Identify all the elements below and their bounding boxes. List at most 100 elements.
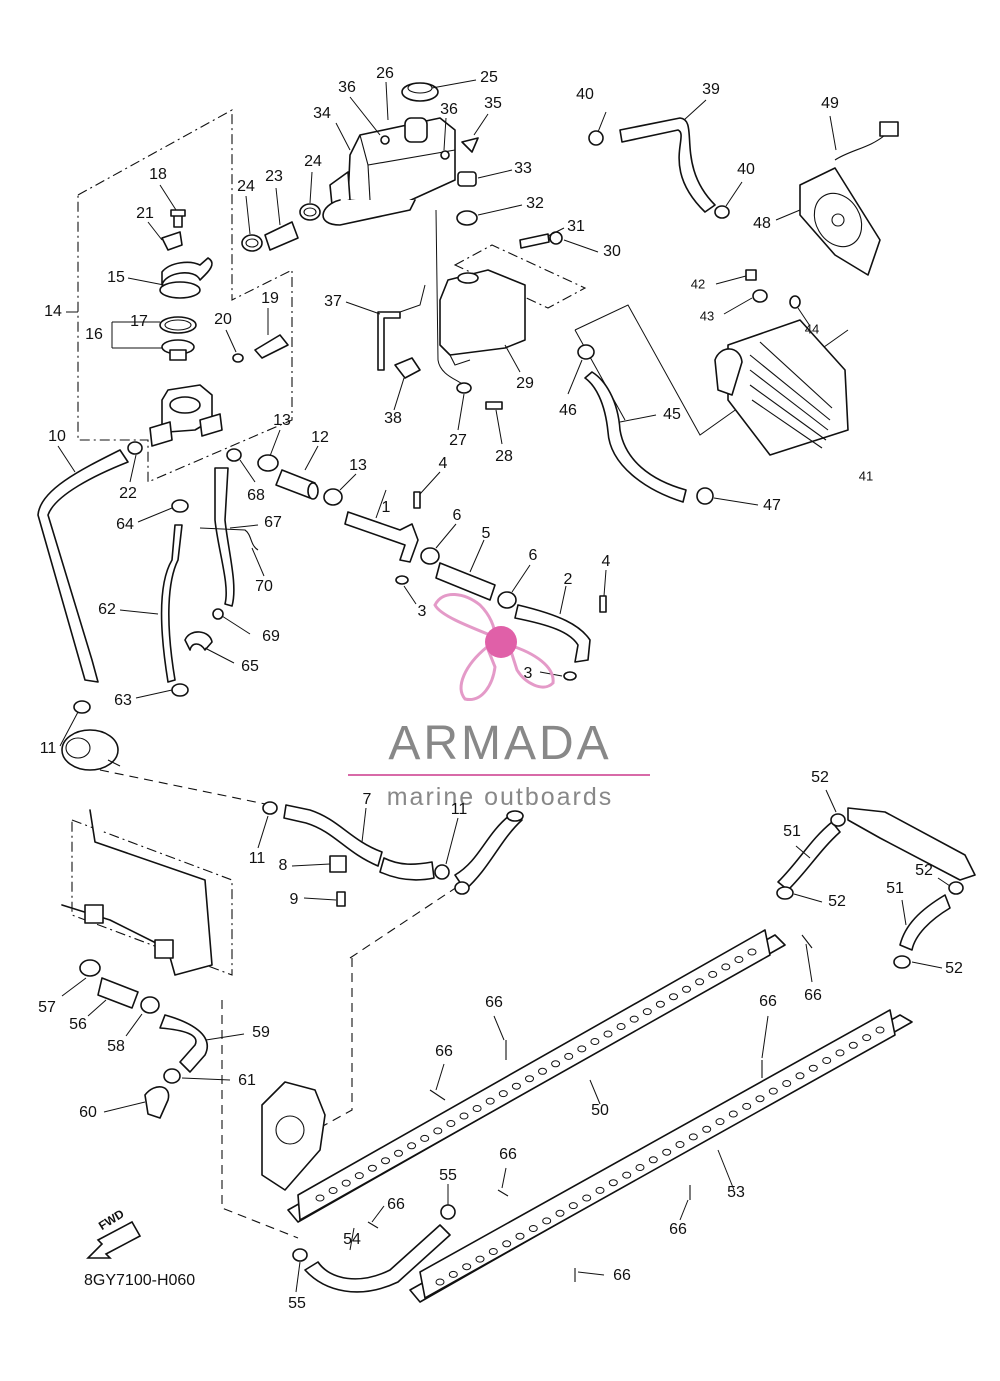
callout-45: 45 [663,406,681,423]
exchanger-hole [462,1263,472,1271]
callout-48: 48 [753,215,771,232]
heat-exchanger-50 [287,929,786,1223]
exchanger-hole [728,1110,738,1118]
clip-69 [212,608,224,620]
radiator-41 [714,319,849,456]
bolt-28 [485,401,503,410]
exchanger-hole [608,1179,618,1187]
exchanger-hole [568,1202,578,1210]
exchanger-53-holes [435,1026,885,1286]
exchanger-hole [875,1026,885,1034]
propeller-logo-icon [433,593,555,701]
clamp-61 [163,1068,181,1084]
callout-35: 35 [484,95,502,112]
exchanger-hole [808,1064,818,1072]
callout-47: 47 [763,497,781,514]
pump-housing [261,1081,326,1191]
watermark-logo: ARMADA marine outboards [340,575,660,810]
upper-manifold [847,807,976,881]
callout-1: 1 [381,499,391,516]
exchanger-hole [822,1057,832,1064]
grommet-27 [456,382,472,394]
clip-8 [329,855,347,873]
hose-23 [264,221,299,251]
callout-11a: 11 [39,740,57,757]
exchanger-hole [502,1240,512,1248]
grommet-32 [456,210,478,226]
hose-67 [214,467,235,607]
clamp-64 [171,499,189,513]
callout-30: 30 [603,243,621,260]
bolt-42 [745,269,757,281]
hose-12 [275,469,319,500]
tank-cap [401,82,439,102]
clamp-11a [73,700,91,714]
exchanger-hole [590,1038,600,1045]
hose-62 [160,524,183,683]
clamp-58 [140,996,160,1014]
hose-clamp-24a [241,234,263,252]
callout-17: 17 [130,313,148,330]
callout-69: 69 [262,628,280,645]
tank-fitting-clips [380,135,479,160]
exchanger-hole [538,1067,547,1075]
callout-36a: 36 [338,79,356,96]
callout-9: 9 [289,891,299,908]
clamp-47 [696,487,714,505]
exchanger-hole [782,1080,792,1087]
callout-3a: 3 [417,603,427,620]
clamp-52a [830,813,846,827]
clamp-6b [497,591,517,609]
exchanger-hole [622,1171,632,1179]
thermostat-cover [159,257,213,299]
callout-26: 26 [376,65,394,82]
exchanger-hole [488,1248,498,1255]
callout-4b: 4 [601,553,611,570]
exchanger-hole [459,1112,469,1120]
exchanger-hole [354,1172,364,1180]
callout-65: 65 [241,658,259,675]
drawing-code: 8GY7100-H060 [84,1272,196,1289]
callout-55b: 55 [288,1295,306,1312]
clamp-40b [714,205,730,219]
lower-frame-outline [71,769,461,1239]
reservoir-lines [399,209,463,385]
callout-37: 37 [324,293,342,310]
callout-21: 21 [136,205,154,222]
fan-48 [799,167,881,276]
callout-6b: 6 [528,547,538,564]
exchanger-hole [407,1142,417,1150]
clamp-52b [776,886,794,900]
callout-54: 54 [343,1231,361,1248]
callout-16: 16 [85,326,103,343]
clamp-55a [440,1204,456,1220]
band-70 [199,527,259,551]
hose-upper-right [454,810,524,895]
callout-50: 50 [591,1102,609,1119]
exchanger-hole [446,1120,456,1127]
callout-28: 28 [495,448,513,465]
bolt-4b [599,595,607,613]
callout-66a: 66 [485,994,503,1011]
callout-66c: 66 [759,993,777,1010]
exchanger-hole [367,1164,377,1172]
callout-70: 70 [255,578,273,595]
callout-36b: 36 [440,101,458,118]
exchanger-hole [525,1075,534,1083]
exchanger-hole [341,1179,351,1187]
callout-40b: 40 [737,161,755,178]
exchanger-hole [702,1125,712,1133]
hose-51a [777,821,841,891]
bolt-18 [170,209,186,228]
callout-61: 61 [238,1072,256,1089]
callout-34: 34 [313,105,331,122]
clamp-13a [257,454,279,472]
clamp-55b [292,1248,308,1262]
exchanger-hole [394,1149,403,1157]
exchanger-hole [862,1034,872,1042]
hose-5 [435,562,496,601]
hose-56 [97,977,139,1009]
bolt-31 [519,233,550,249]
exchanger-hole [448,1270,458,1278]
exchanger-hole [688,1133,698,1141]
